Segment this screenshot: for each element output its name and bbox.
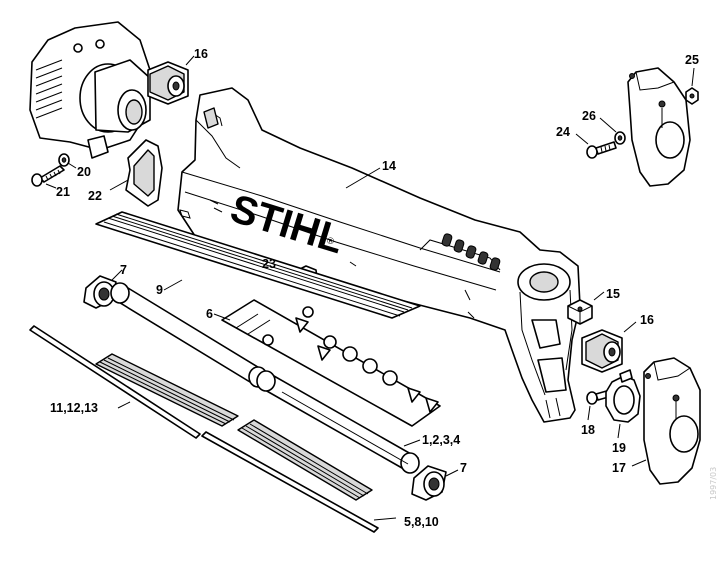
callout-6: 6 [206, 307, 213, 321]
cover-22 [125, 139, 163, 207]
callout-19: 19 [612, 441, 626, 455]
callout-11-12-13: 11,12,13 [50, 401, 98, 415]
screw-21 [31, 153, 70, 187]
callout-15: 15 [606, 287, 620, 301]
callout-18: 18 [581, 423, 595, 437]
callout-25: 25 [685, 53, 699, 67]
bushing-7-top [83, 275, 117, 309]
callout-24: 24 [556, 125, 570, 139]
washer-26 [614, 131, 626, 145]
callout-9: 9 [156, 283, 163, 297]
drive-shaft [29, 325, 379, 533]
callout-16-right: 16 [640, 313, 654, 327]
strip-9 [95, 211, 421, 319]
callout-26: 26 [582, 109, 596, 123]
bushing-7-bottom [411, 465, 447, 501]
nut-25 [685, 87, 699, 105]
callout-23: 23 [262, 257, 276, 271]
tube-lower [256, 370, 420, 474]
callout-17: 17 [612, 461, 626, 475]
callout-20: 20 [77, 165, 91, 179]
damping-element-top [147, 61, 189, 105]
sticker-sheet-6 [221, 299, 441, 427]
engine-housing [29, 21, 151, 159]
watermark: 1997/03 [709, 467, 718, 500]
screw-24 [586, 141, 617, 159]
cover-17 [643, 357, 701, 485]
nut-15 [567, 299, 593, 325]
registered-mark: ® [326, 237, 335, 247]
damping-element-right [581, 329, 623, 373]
callout-14: 14 [382, 159, 396, 173]
callout-22: 22 [88, 189, 102, 203]
callout-16-top: 16 [194, 47, 208, 61]
callout-1-2-3-4: 1,2,3,4 [422, 433, 460, 447]
callout-7-bottom: 7 [460, 461, 467, 475]
clamp-19 [605, 369, 641, 423]
cover-top-right [627, 67, 691, 187]
callout-5-8-10: 5,8,10 [404, 515, 439, 529]
callout-7-top: 7 [120, 263, 127, 277]
callout-21: 21 [56, 185, 70, 199]
